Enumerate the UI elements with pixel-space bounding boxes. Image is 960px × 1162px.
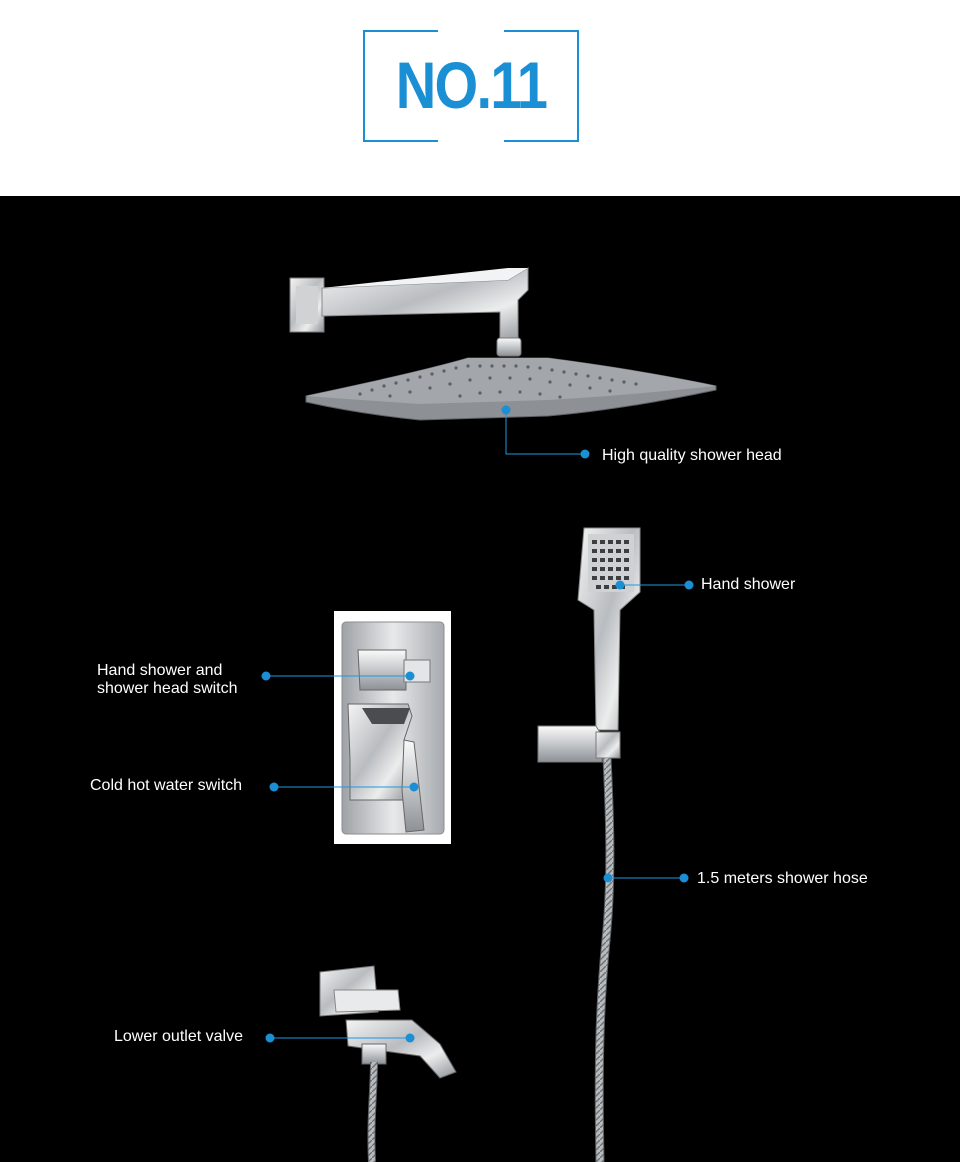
label-hose: 1.5 meters shower hose — [697, 870, 868, 887]
callout-shower-head — [501, 405, 590, 459]
shower-head-icon — [289, 267, 717, 421]
hand-shower-icon — [537, 527, 641, 763]
label-shower-head: High quality shower head — [602, 447, 782, 464]
badge-frame — [363, 30, 579, 142]
badge-label: NO.11 — [395, 48, 548, 122]
shower-hose-icon — [594, 757, 615, 1162]
callout-switch — [261, 671, 415, 681]
callout-cold-hot — [269, 782, 419, 792]
callout-outlet — [265, 1033, 415, 1043]
label-switch-line1: Hand shower and — [97, 662, 223, 679]
label-hand-shower: Hand shower — [701, 576, 796, 593]
header-banner: NO.11 — [0, 0, 960, 196]
product-stage — [0, 196, 960, 1162]
label-outlet: Lower outlet valve — [114, 1028, 243, 1045]
product-number-badge: NO.11 — [363, 30, 579, 142]
callout-hose — [603, 873, 689, 883]
mixer-valve-icon — [334, 611, 451, 844]
label-cold-hot: Cold hot water switch — [90, 777, 243, 794]
label-switch-line2: shower head switch — [97, 680, 238, 697]
callout-hand-shower — [615, 580, 694, 590]
outlet-spout-icon — [319, 965, 457, 1162]
